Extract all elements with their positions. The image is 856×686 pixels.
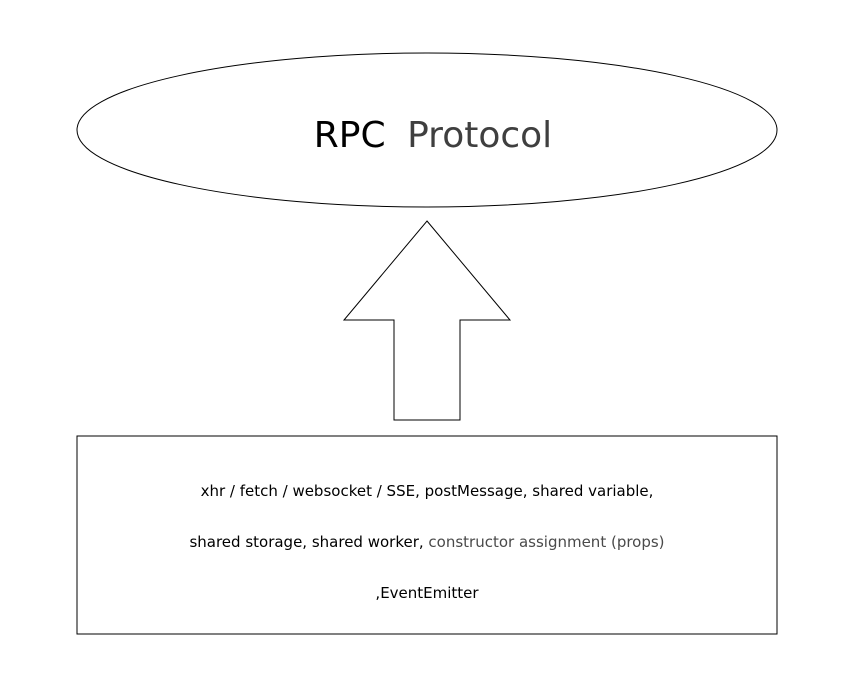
transport-line-3: ,EventEmitter <box>375 584 479 602</box>
rpc-protocol-label: RPC Protocol <box>314 115 552 156</box>
rpc-protocol-ellipse <box>76 52 778 208</box>
transport-line-1: xhr / fetch / websocket / SSE, postMessa… <box>200 482 654 500</box>
title-part-protocol: Protocol <box>407 115 552 156</box>
transport-line-2-primary: shared storage, shared worker, <box>189 533 429 551</box>
transport-line-2-muted: constructor assignment (props) <box>428 533 665 551</box>
title-part-rpc: RPC <box>314 115 386 156</box>
transport-box <box>76 435 778 635</box>
transport-line-2: shared storage, shared worker, construct… <box>77 533 777 551</box>
up-arrow-icon <box>342 220 512 421</box>
